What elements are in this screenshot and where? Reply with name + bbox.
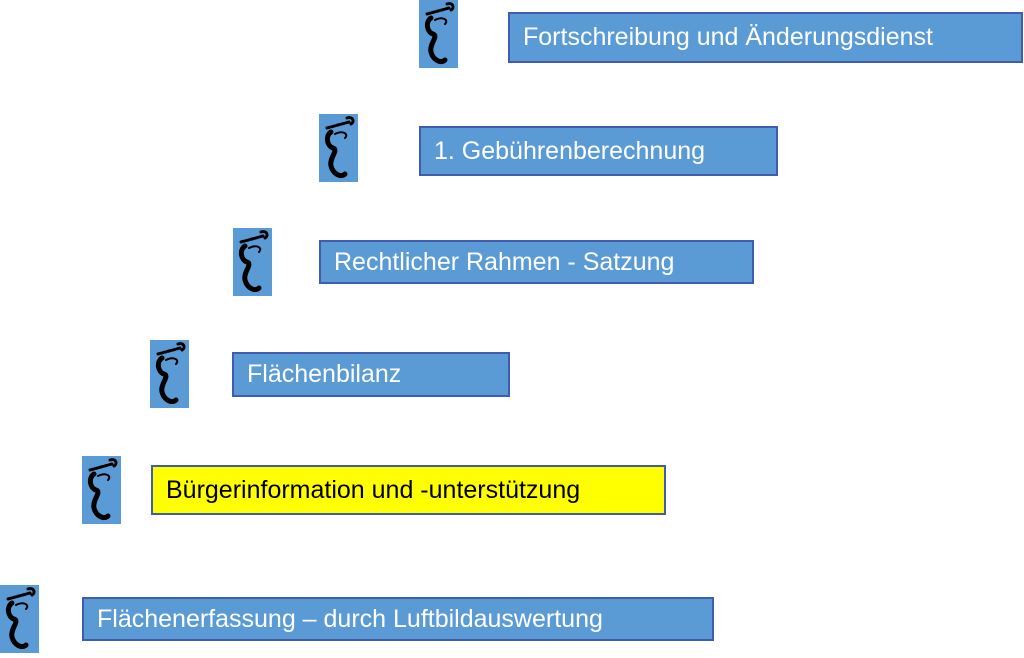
step-label: Flächenerfassung – durch Luftbildauswert… [97,604,603,633]
step-label: Flächenbilanz [247,360,402,388]
step-box: Rechtlicher Rahmen - Satzung [319,240,754,284]
step-box: Bürgerinformation und -unterstützung [151,465,666,515]
step-label: 1. Gebührenberechnung [434,136,706,165]
step-box: Flächenbilanz [232,352,510,397]
step-label: Bürgerinformation und -unterstützung [166,475,581,504]
step-label: Fortschreibung und Änderungsdienst [523,23,933,51]
step-box: 1. Gebührenberechnung [419,126,778,176]
footprint-icon [0,585,39,653]
footprint-icon [233,228,272,296]
footprint-icon [82,456,121,524]
step-label: Rechtlicher Rahmen - Satzung [334,247,675,276]
footprint-icon [150,340,189,408]
step-box: Fortschreibung und Änderungsdienst [508,12,1023,63]
footprint-icon [319,114,358,182]
footprint-icon [419,0,458,68]
step-box: Flächenerfassung – durch Luftbildauswert… [82,597,714,641]
